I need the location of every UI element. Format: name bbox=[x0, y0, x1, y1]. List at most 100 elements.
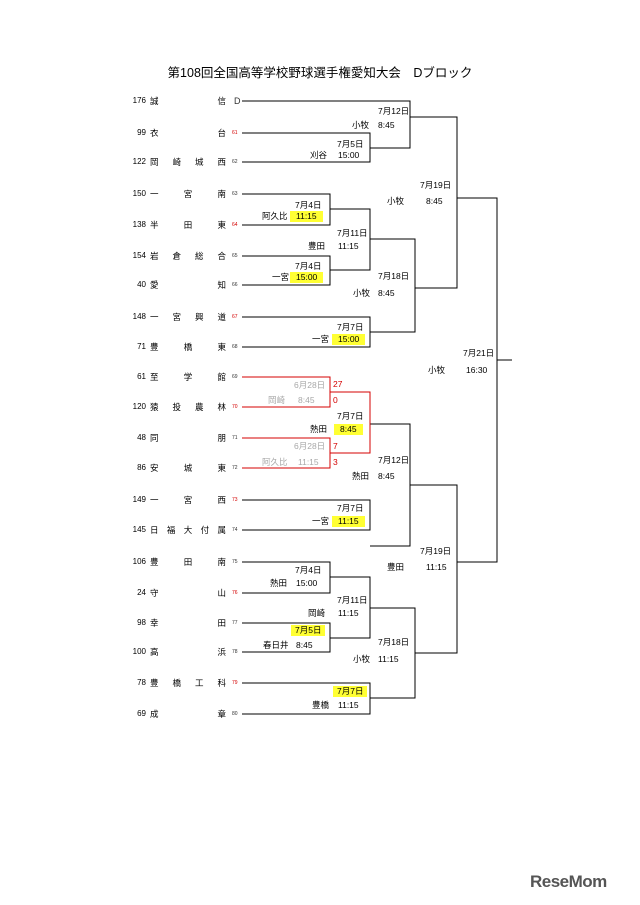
game-date: 7月19日 bbox=[420, 180, 452, 190]
game-venue: 小牧 bbox=[352, 120, 370, 130]
team-code: 74 bbox=[232, 527, 238, 533]
game-date: 7月19日 bbox=[420, 546, 452, 556]
game-venue: 阿久比 bbox=[262, 457, 288, 467]
game-date: 7月7日 bbox=[337, 322, 364, 332]
game-venue: 一宮 bbox=[272, 272, 290, 282]
team-code: 72 bbox=[232, 465, 238, 471]
team-code: 77 bbox=[232, 620, 238, 626]
game-time: 8:45 bbox=[426, 196, 443, 206]
game-date: 7月7日 bbox=[337, 411, 364, 421]
game-date: 7月18日 bbox=[378, 637, 410, 647]
game-venue: 一宮 bbox=[312, 516, 330, 526]
game-venue: 小牧 bbox=[387, 196, 405, 206]
team-seed-number: 98 bbox=[137, 618, 146, 627]
game-date: 7月4日 bbox=[295, 565, 322, 575]
game-venue: 熱田 bbox=[352, 471, 370, 481]
game-date: 7月11日 bbox=[337, 595, 368, 605]
game-score: 3 bbox=[333, 457, 338, 467]
team-code: 78 bbox=[232, 649, 238, 655]
team-seed-number: 71 bbox=[137, 342, 146, 351]
game-date: 7月4日 bbox=[295, 200, 322, 210]
resemom-logo: ReseMom bbox=[530, 872, 607, 891]
game-venue: 岡崎 bbox=[308, 608, 326, 618]
team-code: 69 bbox=[232, 374, 238, 380]
team-name: 同朋 bbox=[150, 433, 226, 443]
game-time: 8:45 bbox=[378, 471, 395, 481]
team-seed-number: 86 bbox=[137, 463, 146, 472]
team-name: 豊田南 bbox=[150, 557, 226, 567]
game-time: 8:45 bbox=[378, 120, 395, 130]
team-name: 猿投農林 bbox=[150, 402, 226, 412]
team-name: 愛知 bbox=[150, 280, 226, 290]
game-venue: 豊橋 bbox=[312, 700, 330, 710]
team-seed-number: 48 bbox=[137, 433, 146, 442]
game-venue: 熱田 bbox=[310, 424, 328, 434]
game-date: 7月5日 bbox=[291, 625, 326, 636]
team-seed-number: 122 bbox=[132, 157, 146, 166]
team-code: 62 bbox=[232, 159, 238, 165]
team-name: 誠信 bbox=[150, 96, 226, 106]
team-name: 豊橋工科 bbox=[150, 678, 226, 688]
game-venue: 小牧 bbox=[353, 654, 371, 664]
game-time: 16:30 bbox=[466, 365, 488, 375]
team-name: 守山 bbox=[150, 588, 226, 598]
game-date: 7月18日 bbox=[378, 271, 410, 281]
team-name: 衣台 bbox=[150, 128, 226, 138]
team-seed-number: 145 bbox=[132, 525, 146, 534]
game-venue: 小牧 bbox=[353, 288, 371, 298]
game-time: 8:45 bbox=[296, 640, 313, 650]
team-code: 71 bbox=[232, 435, 238, 441]
team-name: 高浜 bbox=[150, 647, 226, 657]
team-code: 61 bbox=[232, 130, 238, 136]
game-date: 7月12日 bbox=[378, 455, 410, 465]
game-date: 7月7日 bbox=[337, 503, 364, 513]
team-name: 安城東 bbox=[150, 463, 226, 473]
team-seed-number: 61 bbox=[137, 372, 146, 381]
team-seed-number: 100 bbox=[132, 647, 146, 656]
team-code: 73 bbox=[232, 497, 238, 503]
game-time: 15:00 bbox=[332, 334, 366, 345]
team-code: 68 bbox=[232, 344, 238, 350]
team-code: 76 bbox=[232, 590, 238, 596]
game-time: 15:00 bbox=[338, 150, 360, 160]
team-name: 日福大付属 bbox=[150, 525, 226, 535]
team-seed-number: 24 bbox=[137, 588, 146, 597]
team-code: 79 bbox=[232, 680, 238, 686]
game-venue: 春日井 bbox=[263, 640, 289, 650]
team-seed-number: 176 bbox=[132, 96, 146, 105]
team-name: 一宮興道 bbox=[150, 312, 226, 322]
game-time: 11:15 bbox=[378, 654, 399, 664]
game-score: 7 bbox=[333, 441, 338, 451]
game-date: 7月7日 bbox=[333, 686, 368, 697]
game-venue: 熱田 bbox=[270, 578, 288, 588]
team-name: 岡崎城西 bbox=[150, 157, 226, 167]
game-score: 27 bbox=[333, 379, 343, 389]
game-time: 11:15 bbox=[338, 700, 359, 710]
game-time: 15:00 bbox=[296, 578, 318, 588]
team-seed-number: 78 bbox=[137, 678, 146, 687]
game-time: 11:15 bbox=[426, 562, 447, 572]
team-name: 一宮南 bbox=[150, 189, 226, 199]
game-venue: 岡崎 bbox=[268, 395, 286, 405]
game-time: 11:15 bbox=[338, 241, 359, 251]
game-date: 6月28日 bbox=[294, 380, 326, 390]
team-code: 67 bbox=[232, 314, 238, 320]
game-venue: 豊田 bbox=[308, 241, 326, 251]
page-title: 第108回全国高等学校野球選手権愛知大会 Dブロック bbox=[167, 66, 473, 80]
team-seed-number: 106 bbox=[132, 557, 146, 566]
team-seed-number: 69 bbox=[137, 709, 146, 718]
team-code: 66 bbox=[232, 282, 238, 288]
game-score: 0 bbox=[333, 395, 338, 405]
team-name: 豊橋東 bbox=[150, 342, 226, 352]
team-name: 至学館 bbox=[150, 372, 226, 382]
game-time: 8:45 bbox=[298, 395, 315, 405]
game-time: 11:15 bbox=[298, 457, 319, 467]
game-time: 11:15 bbox=[290, 211, 323, 222]
game-venue: 豊田 bbox=[387, 562, 405, 572]
team-seed-number: 150 bbox=[132, 189, 146, 198]
team-code: 70 bbox=[232, 404, 238, 410]
team-seed-number: 148 bbox=[132, 312, 146, 321]
team-seed-number: 154 bbox=[132, 251, 146, 260]
team-name: 一宮西 bbox=[150, 495, 226, 505]
